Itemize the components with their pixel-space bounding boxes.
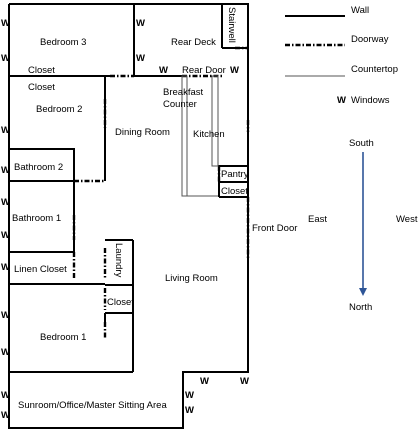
label-dining-room: Dining Room	[115, 127, 170, 138]
label-closet-bedroom2: Closet	[28, 82, 55, 93]
label-bathroom2: Bathroom 2	[14, 162, 63, 173]
compass-north: North	[349, 302, 372, 313]
label-living-room: Living Room	[165, 273, 218, 284]
label-counter: Counter	[163, 99, 197, 110]
compass-west: West	[396, 214, 418, 225]
legend-countertop-label: Countertop	[351, 64, 398, 75]
label-bedroom2: Bedroom 2	[36, 104, 82, 115]
compass-east: East	[308, 214, 327, 225]
window-icon: W	[1, 347, 10, 358]
legend-wall-label: Wall	[351, 5, 369, 16]
window-icon: W	[185, 390, 194, 401]
window-icon: W	[1, 18, 10, 29]
label-bedroom1: Bedroom 1	[40, 332, 86, 343]
label-pantry: Pantry	[221, 169, 249, 180]
label-closet-kitchen: Closet	[221, 186, 248, 197]
window-icon: W	[136, 18, 145, 29]
legend-windows-label: Windows	[351, 95, 390, 106]
label-front-door: Front Door	[252, 223, 297, 234]
legend-windows-symbol: W	[337, 95, 346, 106]
compass-south: South	[349, 138, 374, 149]
label-stairwell: Stairwell	[226, 7, 237, 43]
label-bathroom1: Bathroom 1	[12, 213, 61, 224]
window-icon: W	[1, 262, 10, 273]
label-sunroom: Sunroom/Office/Master Sitting Area	[18, 400, 167, 411]
window-icon: W	[1, 310, 10, 321]
window-icon: W	[1, 410, 10, 421]
countertops	[181, 75, 219, 197]
window-icon: W	[240, 376, 249, 387]
label-breakfast: Breakfast	[163, 87, 203, 98]
legend-doorway-label: Doorway	[351, 34, 389, 45]
outer-wall	[8, 3, 249, 429]
window-icon: W	[136, 53, 145, 64]
compass: South North East West	[308, 138, 418, 313]
window-icon: W	[1, 165, 10, 176]
label-linen-closet: Linen Closet	[14, 264, 67, 275]
window-icon: W	[1, 125, 10, 136]
countertop-breakfast	[181, 75, 188, 197]
legend: Wall Doorway Countertop W Windows	[285, 5, 398, 106]
label-bedroom3: Bedroom 3	[40, 37, 86, 48]
label-closet-laundry: Closet	[107, 297, 134, 308]
window-icon: W	[1, 390, 10, 401]
window-icon: W	[185, 405, 194, 416]
window-markers: W W W W W W W W W W W W W W W W W W W	[1, 18, 249, 421]
window-icon: W	[159, 65, 168, 76]
label-rear-deck: Rear Deck	[171, 37, 216, 48]
compass-arrow-head	[359, 288, 367, 296]
room-labels: Bedroom 3 Rear Deck Stairwell Closet Rea…	[12, 7, 297, 411]
label-laundry: Laundry	[113, 243, 124, 278]
walls	[8, 3, 249, 429]
label-rear-door: Rear Door	[182, 65, 226, 76]
window-icon: W	[1, 230, 10, 241]
label-closet-bedroom3: Closet	[28, 65, 55, 76]
countertop-kitchen-right	[211, 75, 219, 167]
window-icon: W	[230, 65, 239, 76]
window-icon: W	[200, 376, 209, 387]
window-icon: W	[1, 197, 10, 208]
label-kitchen: Kitchen	[193, 129, 225, 140]
window-icon: W	[1, 53, 10, 64]
